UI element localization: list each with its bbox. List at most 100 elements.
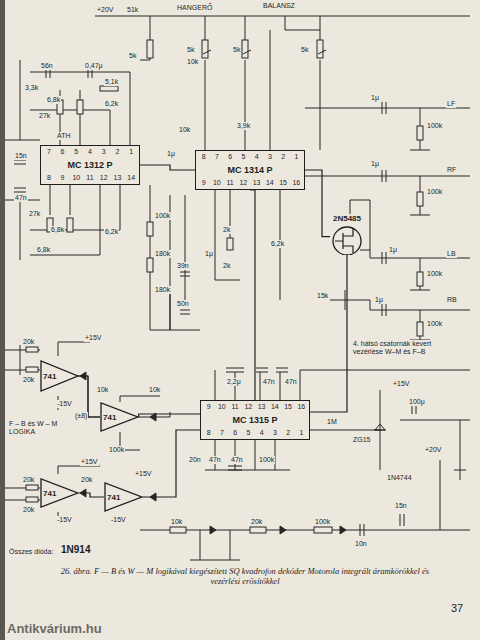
component-value: 100k: [426, 188, 443, 196]
pin-number: 16: [291, 179, 301, 187]
component-value: 10k: [148, 386, 161, 394]
pin-number: 6: [232, 429, 238, 437]
component-value: 20k: [22, 376, 35, 384]
component-value: 20k: [22, 338, 35, 346]
component-value: 3,9k: [236, 122, 251, 130]
component-value: 0,47μ: [84, 62, 104, 70]
component-value: HANGERŐ: [176, 4, 213, 12]
component-value: 6,2k: [270, 240, 285, 248]
pin-number: 2: [114, 148, 120, 156]
component-value: 1N4744: [386, 474, 413, 482]
component-value: 20k: [22, 506, 35, 514]
pin-number: 8: [46, 174, 52, 182]
component-value: RB: [446, 296, 458, 304]
pin-number: 13: [113, 174, 123, 182]
component-value: 1M: [326, 418, 338, 426]
component-value: 20k: [80, 476, 93, 484]
signal-wire: [305, 170, 330, 237]
pin-number: 3: [101, 148, 107, 156]
component-value: 180k: [154, 286, 171, 294]
component-value: ZG15: [352, 436, 372, 444]
component-value: 100k: [108, 446, 125, 454]
pin-number: 7: [214, 153, 220, 161]
component-value: 15k: [316, 292, 329, 300]
pin-number: 12: [99, 174, 109, 182]
pin-number: 15: [283, 403, 293, 411]
opamp-triangle: 741: [104, 482, 143, 512]
pin-number: 3: [272, 429, 278, 437]
component-value: 1μ: [166, 150, 176, 158]
component-value: 20k: [22, 476, 35, 484]
ic-package: MC 1314 P: [195, 150, 305, 190]
part-name: 741: [107, 493, 120, 502]
component-value: 180k: [154, 250, 171, 258]
component-value: +20V: [96, 6, 115, 14]
component-value: LB: [446, 250, 457, 258]
pin-number: 13: [257, 403, 267, 411]
pin-number: 11: [225, 179, 234, 187]
component-value: 100k: [154, 212, 171, 220]
pin-number: 12: [243, 403, 253, 411]
component-value: 37: [450, 602, 464, 614]
pin-number: 11: [85, 174, 94, 182]
component-value: 5k: [232, 46, 241, 54]
component-value: -15V: [56, 516, 73, 524]
component-value: +15V: [134, 470, 153, 478]
pin-number: 13: [252, 179, 262, 187]
pin-number: 1: [128, 148, 134, 156]
component-value: 27k: [38, 112, 51, 120]
component-value: 47n: [262, 378, 276, 386]
component-value: 1μ: [204, 250, 214, 258]
pin-number: 5: [245, 429, 251, 437]
component-value: 20k: [250, 518, 263, 526]
part-name: 741: [103, 413, 116, 422]
transistor-symbol: 2N5485: [330, 214, 364, 255]
component-value: F – B és W – M LOGIKA: [8, 420, 68, 435]
pin-number: 14: [126, 174, 136, 182]
pin-number: 4: [259, 429, 265, 437]
component-value: 39n: [176, 262, 190, 270]
component-value: +20V: [424, 446, 443, 454]
component-value: 1N914: [60, 544, 91, 555]
pin-number: 6: [227, 153, 233, 161]
pin-number: 11: [230, 403, 239, 411]
pin-number: 10: [217, 403, 227, 411]
component-value: 47n: [208, 456, 222, 464]
component-value: 100k: [426, 270, 443, 278]
component-value: 27k: [28, 210, 41, 218]
component-value: 5,1k: [104, 78, 119, 86]
component-value: (±8): [74, 412, 88, 420]
component-value: 6,2k: [104, 228, 119, 236]
pin-number: 1: [298, 429, 304, 437]
component-value: 50n: [176, 300, 190, 308]
signal-wire: [139, 414, 200, 417]
pin-number: 16: [296, 403, 306, 411]
part-name: MC 1312 P: [67, 160, 112, 170]
pin-number: 4: [87, 148, 93, 156]
component-value: 47n: [284, 378, 298, 386]
component-value: 6,8k: [46, 96, 61, 104]
pin-number: 1: [293, 153, 299, 161]
signal-wire: [140, 165, 195, 170]
component-value: 5k: [186, 46, 195, 54]
component-value: +15V: [84, 334, 103, 342]
component-value: 100k: [426, 320, 443, 328]
component-value: 10k: [96, 386, 109, 394]
component-value: Összes dióda:: [8, 548, 54, 556]
pin-number: 9: [60, 174, 66, 182]
pin-number: 15: [278, 179, 288, 187]
part-name: MC 1315 P: [232, 415, 277, 425]
part-name: 741: [43, 372, 56, 381]
component-value: 5k: [128, 52, 137, 60]
pin-number: 4: [254, 153, 260, 161]
signal-wire: [250, 190, 255, 400]
component-value: 100k: [314, 518, 331, 526]
pin-number: 10: [212, 179, 222, 187]
pin-number: 2: [280, 153, 286, 161]
component-value: -15V: [56, 400, 73, 408]
pin-number: 8: [201, 153, 207, 161]
pin-number: 3: [267, 153, 273, 161]
component-value: 5k: [300, 46, 309, 54]
component-value: 1μ: [370, 160, 380, 168]
pin-number: 6: [60, 148, 66, 156]
